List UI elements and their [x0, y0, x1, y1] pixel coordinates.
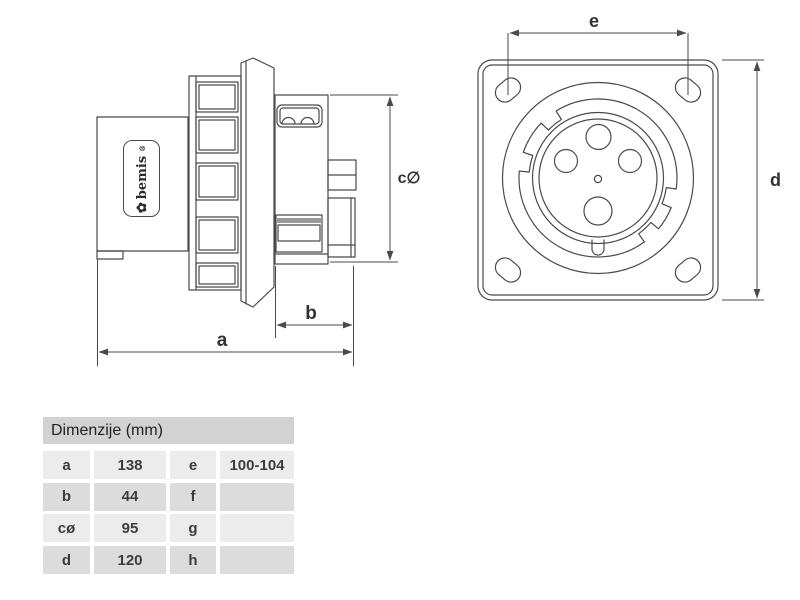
- dimensions-table-grid: a 138 e 100-104 b 44 f cø 95 g d 120 h: [43, 451, 294, 575]
- keyway-tab: [591, 239, 605, 256]
- label-plate: [275, 214, 323, 253]
- bemis-logo-content: ✿ bemis ®: [126, 143, 158, 215]
- dim-key-a: a: [43, 451, 90, 479]
- bemis-logo: ✿ bemis ®: [123, 140, 160, 217]
- dim-value-h: [220, 546, 294, 575]
- dim-value-b: 44: [94, 482, 166, 511]
- connector-face: [501, 81, 695, 275]
- front-view-drawing: e d: [477, 11, 781, 301]
- dimensions-table-header: Dimenzije (mm): [43, 417, 294, 444]
- dim-label-e-drawing: e: [589, 11, 599, 31]
- keyed-ring: [518, 98, 678, 258]
- technical-drawing: c∅ b a: [96, 11, 781, 366]
- dim-key-c: cø: [43, 514, 90, 543]
- side-view-drawing: c∅ b a: [96, 57, 421, 366]
- pin-holes: [553, 123, 643, 226]
- dimension-c: c∅: [330, 94, 421, 263]
- dim-key-g: g: [170, 514, 216, 543]
- terminal-block: [276, 104, 323, 128]
- dimension-b: b: [275, 266, 354, 366]
- dim-label-c-drawing: c∅: [398, 170, 421, 187]
- bemis-logo-text: bemis: [134, 155, 149, 199]
- mounting-flange: [240, 57, 275, 308]
- dim-key-f: f: [170, 482, 216, 511]
- dim-value-a: 138: [94, 451, 166, 479]
- grip-ribs: [188, 75, 242, 291]
- dimension-d: d: [722, 59, 781, 301]
- dim-key-b: b: [43, 482, 90, 511]
- dimension-e: e: [507, 11, 689, 95]
- dimension-a: a: [97, 259, 353, 366]
- dim-value-f: [220, 482, 294, 511]
- bemis-logo-icon: ✿: [134, 201, 149, 213]
- dim-key-d: d: [43, 546, 90, 575]
- dim-label-d-drawing: d: [770, 170, 781, 190]
- dim-value-e: 100-104: [220, 451, 294, 479]
- latch-blocks: [327, 159, 357, 258]
- dim-label-b-drawing: b: [305, 303, 317, 324]
- dim-value-g: [220, 514, 294, 543]
- dim-label-a-drawing: a: [217, 330, 228, 351]
- dim-key-e: e: [170, 451, 216, 479]
- housing-body: [96, 116, 189, 260]
- mounting-holes: [494, 77, 702, 283]
- dim-key-h: h: [170, 546, 216, 575]
- dim-value-c: 95: [94, 514, 166, 543]
- socket-body: [274, 94, 357, 265]
- front-plate: [477, 59, 719, 301]
- dimensions-table: Dimenzije (mm) a 138 e 100-104 b 44 f cø…: [43, 417, 294, 575]
- dim-value-d: 120: [94, 546, 166, 575]
- bemis-registered-mark: ®: [137, 144, 146, 152]
